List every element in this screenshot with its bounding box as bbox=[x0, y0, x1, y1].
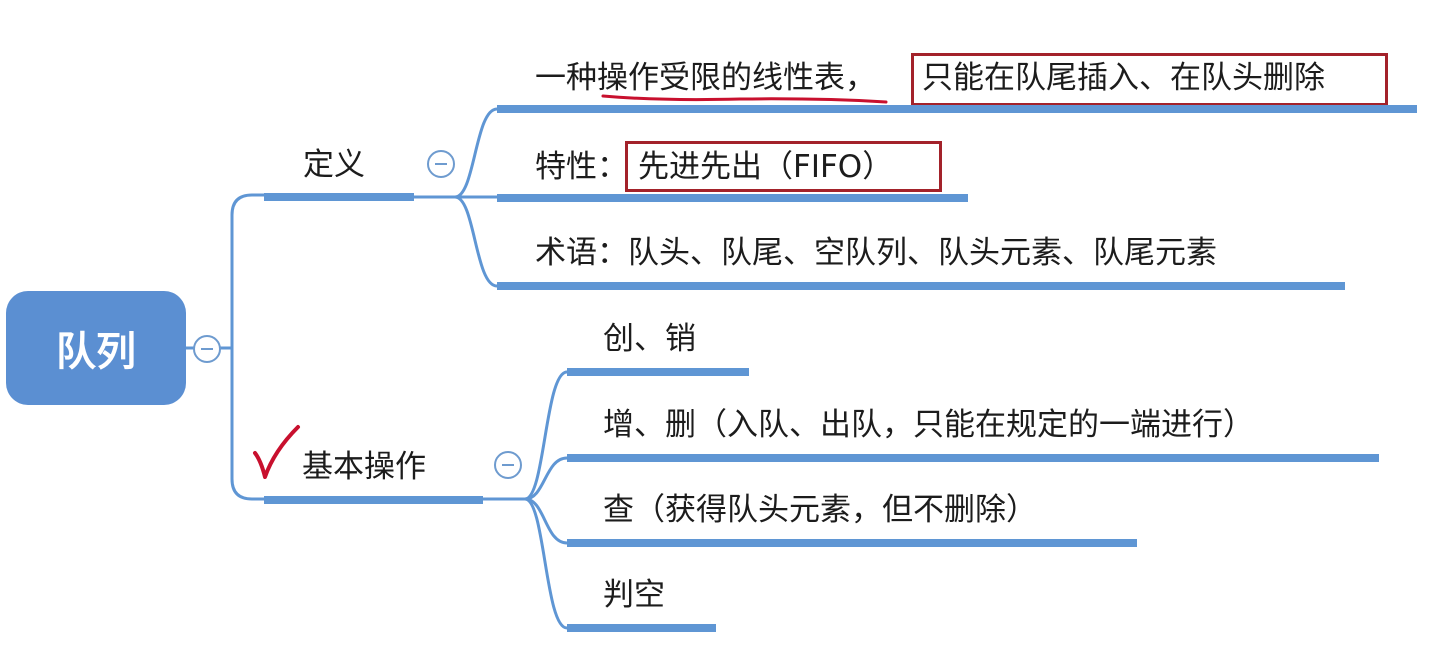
definition-item-1-comma: ， bbox=[845, 60, 876, 96]
red-underline-annotation bbox=[601, 94, 888, 104]
operations-item-3: 查（获得队头元素，但不删除） bbox=[603, 492, 1037, 528]
branch-operations-label: 基本操作 bbox=[302, 449, 426, 485]
connector-operations-item-2 bbox=[524, 456, 568, 501]
operations-item-4: 判空 bbox=[603, 577, 665, 613]
connector-root-definition bbox=[186, 193, 264, 350]
operations-item-2: 增、删（入队、出队，只能在规定的一端进行） bbox=[603, 407, 1254, 443]
operations-item-3-underline bbox=[567, 539, 1137, 547]
connector-definition-item-1 bbox=[414, 107, 498, 199]
definition-item-3: 术语：队头、队尾、空队列、队头元素、队尾元素 bbox=[535, 235, 1217, 271]
red-highlight-box bbox=[625, 141, 942, 192]
connector-root-operations bbox=[230, 348, 264, 501]
definition-item-1-underline bbox=[497, 105, 1417, 113]
operations-item-1-underline bbox=[567, 368, 749, 376]
red-checkmark-icon bbox=[253, 425, 300, 479]
operations-item-1: 创、销 bbox=[603, 321, 696, 357]
connector-operations-item-3 bbox=[524, 497, 568, 545]
definition-item-1-highlighted: 只能在队尾插入、在队头删除 bbox=[922, 60, 1325, 96]
collapse-minus-icon[interactable] bbox=[494, 451, 522, 479]
red-highlight-box bbox=[911, 53, 1388, 106]
definition-item-2-prefix: 特性： bbox=[535, 149, 628, 185]
branch-definition-underline bbox=[264, 193, 414, 201]
definition-item-1-underlined: 操作受限的线性表 bbox=[597, 60, 845, 96]
definition-item-2-highlighted: 先进先出（FIFO） bbox=[638, 149, 894, 185]
operations-item-2-underline bbox=[567, 454, 1379, 462]
definition-item-2-underline bbox=[497, 194, 968, 202]
connector-operations-item-1 bbox=[483, 370, 568, 501]
collapse-minus-icon[interactable] bbox=[193, 335, 221, 363]
connector-operations-item-4 bbox=[524, 497, 568, 630]
definition-item-3-underline bbox=[497, 282, 1345, 290]
branch-operations-underline bbox=[264, 496, 483, 504]
branch-definition-label: 定义 bbox=[303, 147, 365, 183]
root-node[interactable]: 队列 bbox=[6, 291, 186, 405]
root-label: 队列 bbox=[56, 329, 136, 375]
operations-item-4-underline bbox=[567, 624, 716, 632]
definition-item-1: 一种操作受限的线性表， bbox=[535, 63, 876, 94]
collapse-minus-icon[interactable] bbox=[427, 150, 455, 178]
connector-definition-item-3 bbox=[454, 195, 498, 288]
definition-item-1-prefix: 一种 bbox=[535, 60, 597, 96]
